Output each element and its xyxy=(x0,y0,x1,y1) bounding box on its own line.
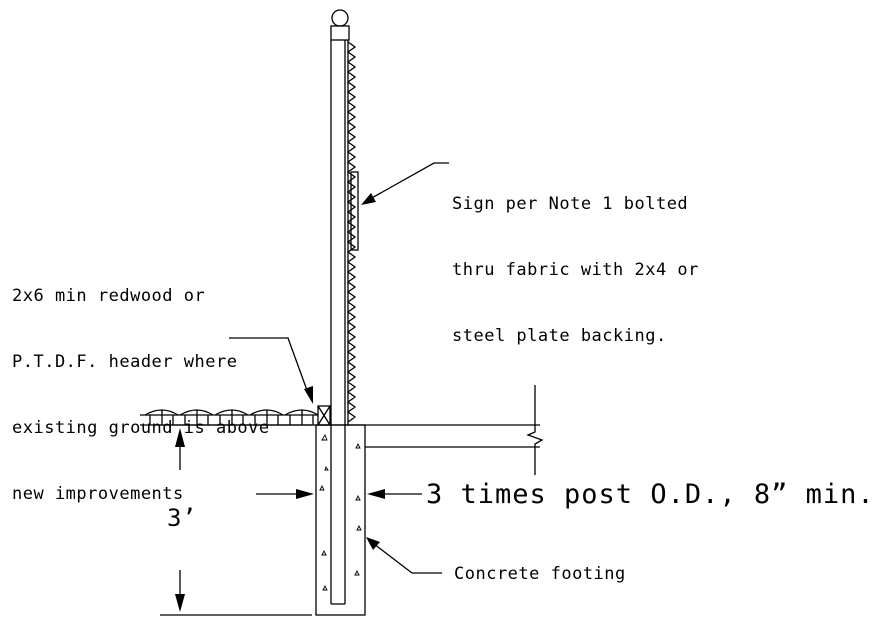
arrow-width-right xyxy=(367,489,385,499)
break-line xyxy=(526,385,544,475)
detail-drawing: Sign per Note 1 bolted thru fabric with … xyxy=(12,9,874,616)
header-note: 2x6 min redwood or P.T.D.F. header where… xyxy=(12,241,270,527)
header-note-line: new improvements xyxy=(12,484,184,504)
arrow-sign xyxy=(361,193,376,205)
post-top-cap xyxy=(330,25,350,41)
arrow-depth-bottom xyxy=(175,594,185,612)
sign-note-line: Sign per Note 1 bolted xyxy=(452,194,689,214)
sign-note: Sign per Note 1 bolted thru fabric with … xyxy=(452,149,699,369)
concrete-footing xyxy=(315,424,366,616)
header-note-line: P.T.D.F. header where xyxy=(12,352,238,372)
arrow-width-left xyxy=(296,489,314,499)
width-dimension-label: 3 times post O.D., 8” min. xyxy=(426,479,875,510)
depth-dimension-label: 3’ xyxy=(167,504,197,532)
sign-plate xyxy=(350,171,359,251)
post-cap xyxy=(331,9,349,27)
footing-label: Concrete footing xyxy=(454,564,626,584)
sign-note-line: steel plate backing. xyxy=(452,326,667,346)
header-note-line: existing ground is above xyxy=(12,418,270,438)
arrow-depth-top xyxy=(175,428,185,447)
header-leader xyxy=(229,337,309,394)
sign-note-line: thru fabric with 2x4 or xyxy=(452,260,699,280)
redwood-header xyxy=(317,405,331,426)
drawing-lines xyxy=(140,9,544,616)
header-note-line: 2x6 min redwood or xyxy=(12,286,206,306)
concrete-aggregate xyxy=(319,433,362,591)
earth-hatch xyxy=(140,409,319,425)
arrow-footing xyxy=(366,537,380,550)
footing-leader xyxy=(373,543,442,574)
fence-fabric xyxy=(346,41,357,423)
sign-leader xyxy=(369,162,449,200)
arrow-header xyxy=(304,386,313,404)
